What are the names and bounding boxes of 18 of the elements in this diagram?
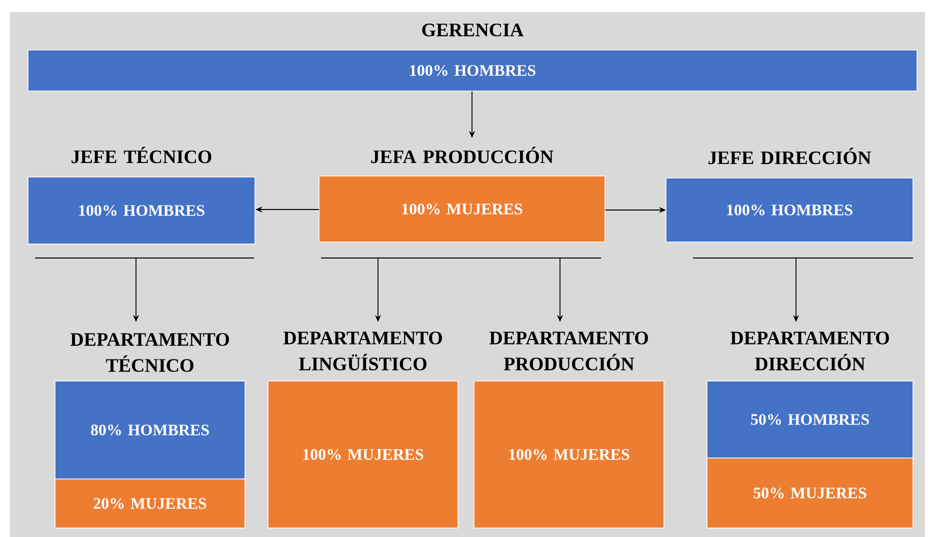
heading: JEFA PRODUCCIÓN	[371, 146, 554, 164]
split-box-part: 20% MUJERES	[54, 478, 246, 528]
org-box: 100% HOMBRES	[28, 176, 256, 244]
split-box-part: 50% MUJERES	[706, 458, 914, 528]
heading: DEPARTAMENTO PRODUCCIÓN	[489, 332, 648, 370]
heading: DEPARTAMENTO DIRECCIÓN	[730, 332, 889, 370]
org-box: 100% MUJERES	[318, 176, 606, 242]
split-box-part: 50% HOMBRES	[706, 380, 914, 458]
org-box: 100% MUJERES	[474, 380, 664, 528]
split-box-part: 80% HOMBRES	[54, 380, 246, 480]
heading: DEPARTAMENTO LINGÜÍSTICO	[283, 332, 442, 370]
org-box: 100% HOMBRES	[28, 50, 918, 92]
org-box: 100% HOMBRES	[666, 178, 914, 242]
heading: JEFE DIRECCIÓN	[708, 148, 872, 164]
heading: DEPARTAMENTO TÉCNICO	[70, 333, 229, 372]
heading: JEFE TÉCNICO	[72, 146, 212, 164]
heading: GERENCIA	[422, 24, 524, 36]
org-box: 100% MUJERES	[268, 380, 458, 528]
